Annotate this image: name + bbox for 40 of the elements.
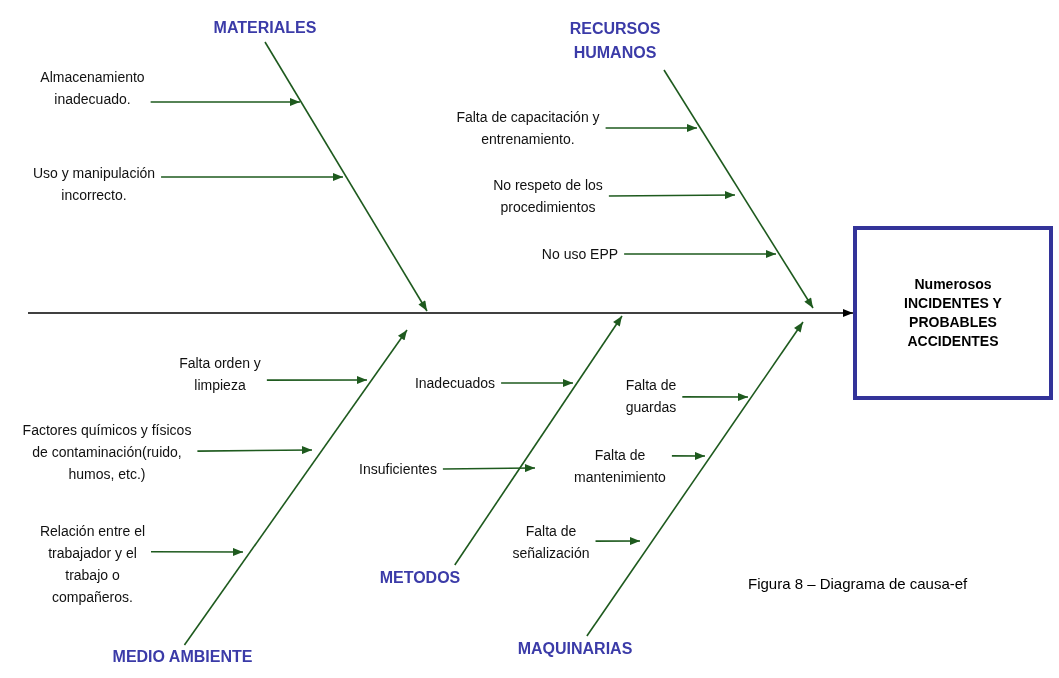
arrow [594,537,641,546]
category-label: METODOS [379,568,461,588]
arrow [663,69,814,309]
arrow [196,446,313,455]
cause-label: Almacenamiento inadecuado. [39,68,146,109]
spine-arrow [27,309,854,317]
arrow [608,191,736,200]
cause-label: Falta de guardas [624,376,678,417]
arrow [500,379,574,387]
arrow [149,98,301,106]
arrow [264,41,428,312]
cause-label: Falta orden y limpieza [178,354,262,395]
arrow [266,376,368,384]
cause-label: Inadecuados [414,374,496,393]
cause-label: Insuficientes [359,460,437,479]
cause-label: Uso y manipulación incorrecto. [31,164,157,205]
arrow [442,464,536,473]
effect-box [853,226,1053,400]
arrow [454,315,623,566]
cause-label: Relación entre el trabajador y el trabajo o compañeros. [38,522,147,607]
cause-label: No uso EPP [541,245,619,264]
figure-caption: Figura 8 – Diagrama de causa-ef [748,575,968,592]
cause-label: Falta de capacitación y entrenamiento. [455,108,601,149]
arrow [586,321,804,637]
arrow [671,451,706,460]
cause-label: Factores químicos y físicos de contaminación(ruido, humos, etc.) [22,421,192,484]
cause-label: Falta de señalización [511,522,591,563]
effect-text: Numerosos INCIDENTES Y PROBABLES ACCIDENTES [903,275,1003,351]
arrow [681,393,749,401]
category-label: MEDIO AMBIENTE [112,647,253,667]
arrow [623,250,777,258]
category-label: RECURSOS HUMANOS [568,19,662,63]
cause-label: No respeto de los procedimientos [492,176,604,217]
category-label: MAQUINARIAS [517,639,633,659]
arrow [160,173,344,181]
arrow [183,329,408,646]
cause-label: Falta de mantenimiento [573,446,667,487]
arrow [604,124,698,132]
category-label: MATERIALES [213,18,317,38]
arrow [150,547,244,556]
